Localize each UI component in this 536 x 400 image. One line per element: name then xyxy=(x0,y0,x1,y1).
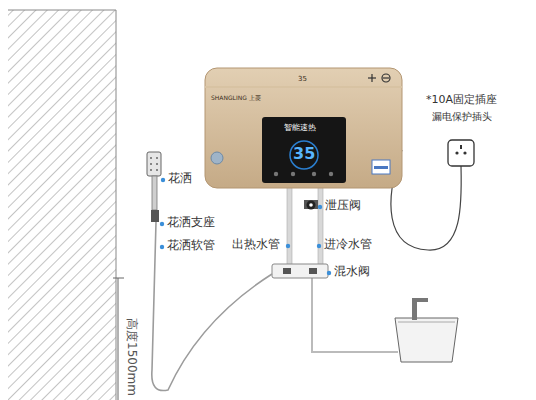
socket-note: 漏电保护插头 xyxy=(432,111,492,123)
callout-label: 进冷水管 xyxy=(324,238,372,252)
callout-label: 花洒支座 xyxy=(167,216,215,230)
callout-label: 出热水管 xyxy=(232,238,280,252)
shower-head xyxy=(147,152,161,210)
callout-label: 花洒 xyxy=(168,172,192,186)
display-title: 智能速热 xyxy=(284,123,316,132)
display-temperature: 35 xyxy=(293,145,315,163)
capacity-mark: 35 xyxy=(298,75,307,83)
socket-note: *10A固定插座 xyxy=(426,94,497,107)
water-heater xyxy=(205,68,402,188)
callout-label: 泄压阀 xyxy=(325,199,361,213)
socket xyxy=(448,140,474,166)
wall xyxy=(8,10,116,400)
mixing-valve xyxy=(272,264,328,278)
height-dimension-label: 高度1500mm xyxy=(124,318,138,396)
sink xyxy=(395,298,458,362)
callout-label: 混水阀 xyxy=(334,265,370,279)
relief-valve xyxy=(304,200,318,210)
callout-label: 花洒软管 xyxy=(167,239,215,253)
callout-dots xyxy=(160,178,331,275)
shower-holder xyxy=(151,210,159,222)
height-dimension xyxy=(113,278,124,400)
brand-logo: SHANGLING 上菱 xyxy=(211,95,261,102)
